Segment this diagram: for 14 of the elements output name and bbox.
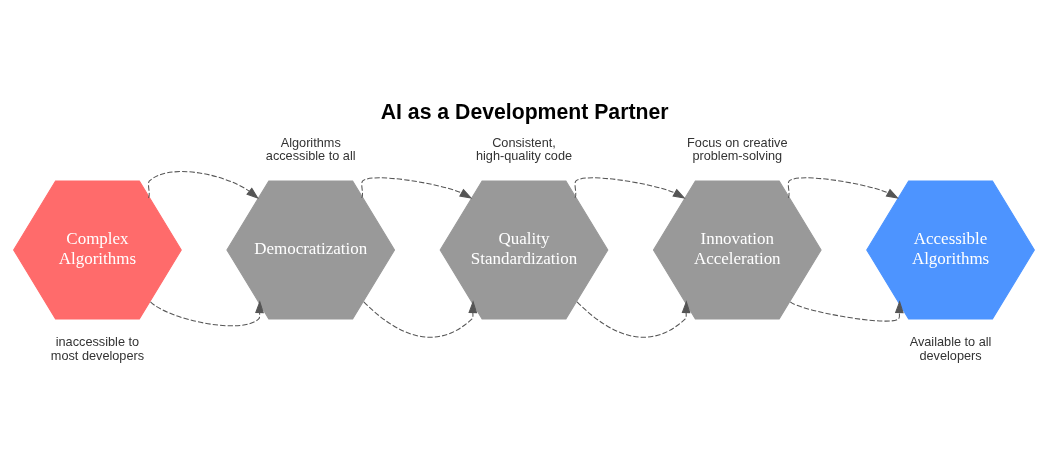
node-label: inaccessible to most developers: [50, 334, 145, 363]
node-label: Available to all developers: [909, 334, 992, 363]
arrow: [363, 300, 478, 338]
arrow: [787, 177, 899, 199]
arrow: [149, 300, 264, 327]
arrow: [576, 300, 691, 338]
node-label: Focus on creative problem-solving: [687, 134, 788, 164]
node-label: Algorithms accessible to all: [265, 134, 356, 164]
diagram-title: AI as a Development Partner: [380, 100, 669, 124]
node-label: Consistent, high-quality code: [475, 134, 573, 164]
arrow: [789, 300, 904, 322]
arrow: [361, 177, 473, 199]
arrow: [147, 171, 259, 199]
arrow: [574, 177, 686, 199]
